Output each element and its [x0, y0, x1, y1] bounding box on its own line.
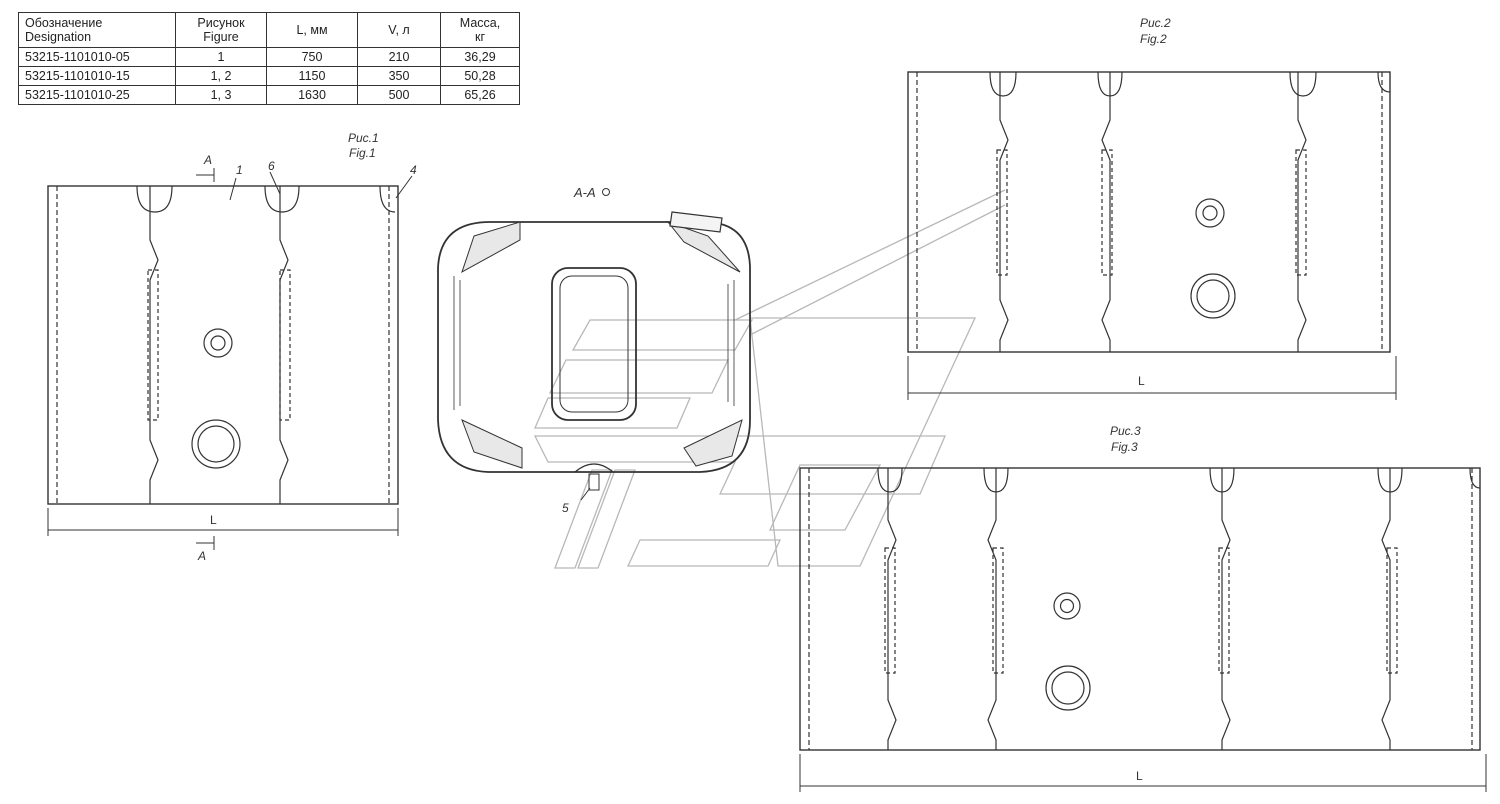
fig2-title-en: Fig.2 — [1140, 32, 1167, 46]
fig1-tank-view — [47, 185, 399, 505]
table-row: 53215-1101010-05 1 750 210 36,29 — [18, 47, 520, 67]
section-mark-top: A — [203, 153, 212, 167]
cell-mass: 36,29 — [440, 47, 520, 67]
spec-table: Обозначение Designation Рисунок Figure L… — [18, 12, 520, 105]
fig2-tank-view — [907, 71, 1391, 353]
fig1-callout-4: 4 — [410, 163, 417, 177]
fig3-dim-label: L — [1136, 769, 1143, 783]
fig2-title-ru: Рис.2 — [1140, 16, 1171, 30]
fig1-dim-label: L — [210, 513, 217, 527]
col-header-designation: Обозначение Designation — [18, 12, 176, 48]
fig1-title-en: Fig.1 — [349, 146, 376, 160]
col-header-figure: Рисунок Figure — [175, 12, 267, 48]
table-row: 53215-1101010-25 1, 3 1630 500 65,26 — [18, 85, 520, 105]
col-header-volume: V, л — [357, 12, 441, 48]
fig2-dim-label: L — [1138, 374, 1145, 388]
cell-length: 750 — [266, 47, 358, 67]
section-mark-bottom: A — [197, 549, 206, 563]
fig1-callout-6: 6 — [268, 159, 275, 173]
fig2-dimension-line — [907, 356, 1397, 400]
fig3-dimension-line — [799, 754, 1487, 792]
fig1-callout-1: 1 — [236, 163, 243, 177]
cell-mass: 65,26 — [440, 85, 520, 105]
fig3-tank-view — [799, 467, 1481, 751]
col-header-mass: Масса, кг — [440, 12, 520, 48]
section-callout-5: 5 — [562, 501, 569, 515]
section-aa-view — [437, 188, 751, 501]
cell-designation: 53215-1101010-25 — [18, 85, 176, 105]
watermark-logo — [533, 189, 1006, 569]
cell-volume: 500 — [357, 85, 441, 105]
table-header-row: Обозначение Designation Рисунок Figure L… — [18, 12, 520, 48]
section-aa-title: А-А — [573, 185, 596, 200]
cell-designation: 53215-1101010-15 — [18, 66, 176, 86]
fig1-title-ru: Рис.1 — [348, 131, 379, 145]
fig3-title-en: Fig.3 — [1111, 440, 1138, 454]
fig3-title-ru: Рис.3 — [1110, 424, 1141, 438]
col-header-length: L, мм — [266, 12, 358, 48]
cell-length: 1630 — [266, 85, 358, 105]
cell-mass: 50,28 — [440, 66, 520, 86]
cell-figure: 1, 3 — [175, 85, 267, 105]
cell-designation: 53215-1101010-05 — [18, 47, 176, 67]
fig1-dimension-line — [47, 168, 413, 550]
table-row: 53215-1101010-15 1, 2 1150 350 50,28 — [18, 66, 520, 86]
